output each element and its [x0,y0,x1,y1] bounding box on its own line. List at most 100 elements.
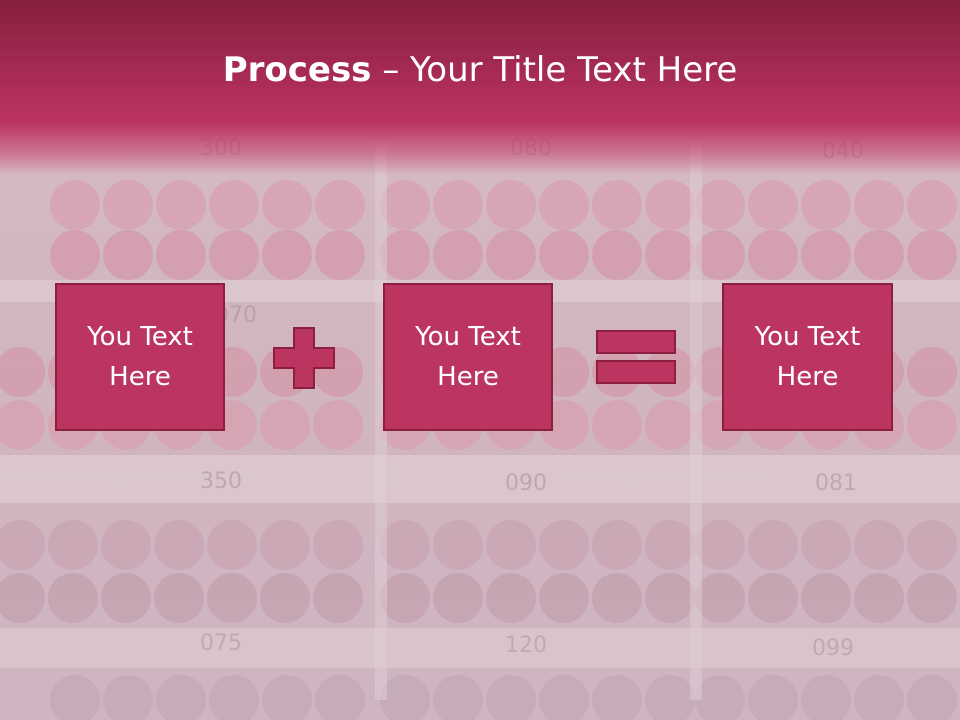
equals-icon [596,330,676,384]
bottle-end [103,675,153,720]
bottle-end [645,180,695,230]
plus-icon [273,327,335,389]
bottle-end [592,400,642,450]
title-bold: Process [222,50,372,90]
bottle-end [907,347,957,397]
rack-label: 120 [505,633,547,658]
bottle-ends [0,180,957,720]
bottle-end [0,520,45,570]
bottle-end [486,675,536,720]
bottle-end [539,520,589,570]
title-rest: – Your Title Text Here [371,50,738,90]
bottle-end [645,573,695,623]
bottle-end [433,180,483,230]
bottle-end [695,230,745,280]
bottle-end [695,573,745,623]
bottle-end [262,230,312,280]
bottle-end [101,573,151,623]
bottle-end [433,230,483,280]
bottle-end [592,675,642,720]
bottle-end [209,230,259,280]
bottle-end [380,230,430,280]
process-box-text: You Text Here [87,322,193,392]
bottle-end [907,180,957,230]
bottle-end [313,520,363,570]
bottle-end [50,230,100,280]
bottle-end [748,180,798,230]
bottle-end [592,520,642,570]
bottle-end [592,573,642,623]
bottle-end [154,520,204,570]
rack-label: 090 [505,471,547,496]
bottle-end [48,520,98,570]
bottle-end [101,520,151,570]
bottle-end [260,400,310,450]
process-box-2[interactable]: You Text Here [383,283,553,431]
bottle-end [103,230,153,280]
bottle-end [592,230,642,280]
bottle-end [156,675,206,720]
bottle-end [854,520,904,570]
bottle-end [0,347,45,397]
bottle-end [801,520,851,570]
bottle-end [156,180,206,230]
bottle-end [645,230,695,280]
bottle-end [854,675,904,720]
bottle-end [315,675,365,720]
bottle-end [486,520,536,570]
rack-label: 350 [200,469,242,494]
bottle-end [592,180,642,230]
process-box-text: You Text Here [754,322,861,392]
bottle-end [539,230,589,280]
bottle-end [433,675,483,720]
bottle-end [486,573,536,623]
process-box-3[interactable]: You Text Here [722,283,893,431]
bottle-end [313,400,363,450]
bottle-end [748,520,798,570]
rack-label: 075 [200,631,242,656]
bottle-end [50,180,100,230]
bottle-end [854,230,904,280]
bottle-end [209,180,259,230]
bottle-end [103,180,153,230]
bottle-end [209,675,259,720]
bottle-end [801,230,851,280]
bottle-end [315,230,365,280]
bottle-end [262,675,312,720]
rack-label: 081 [815,471,857,496]
bottle-end [486,230,536,280]
bottle-end [907,675,957,720]
bottle-end [154,573,204,623]
bottle-end [260,573,310,623]
process-box-1[interactable]: You Text Here [55,283,225,431]
bottle-end [207,520,257,570]
title-band [0,0,960,175]
bottle-end [539,180,589,230]
bottle-end [801,573,851,623]
bottle-end [695,180,745,230]
bottle-end [315,180,365,230]
bottle-end [207,573,257,623]
bottle-end [50,675,100,720]
bottle-end [0,400,45,450]
bottle-end [260,520,310,570]
bottle-end [433,520,483,570]
bottle-end [313,573,363,623]
bottle-end [262,180,312,230]
bottle-end [486,180,536,230]
slide-title: Process – Your Title Text Here [0,50,960,90]
bottle-end [380,180,430,230]
bottle-end [748,675,798,720]
bottle-end [907,573,957,623]
bottle-end [380,675,430,720]
bottle-end [48,573,98,623]
bottle-end [433,573,483,623]
rack-label: 099 [812,636,854,661]
bottle-end [907,230,957,280]
bottle-end [695,675,745,720]
bottle-end [380,573,430,623]
bottle-end [907,400,957,450]
bottle-end [748,230,798,280]
